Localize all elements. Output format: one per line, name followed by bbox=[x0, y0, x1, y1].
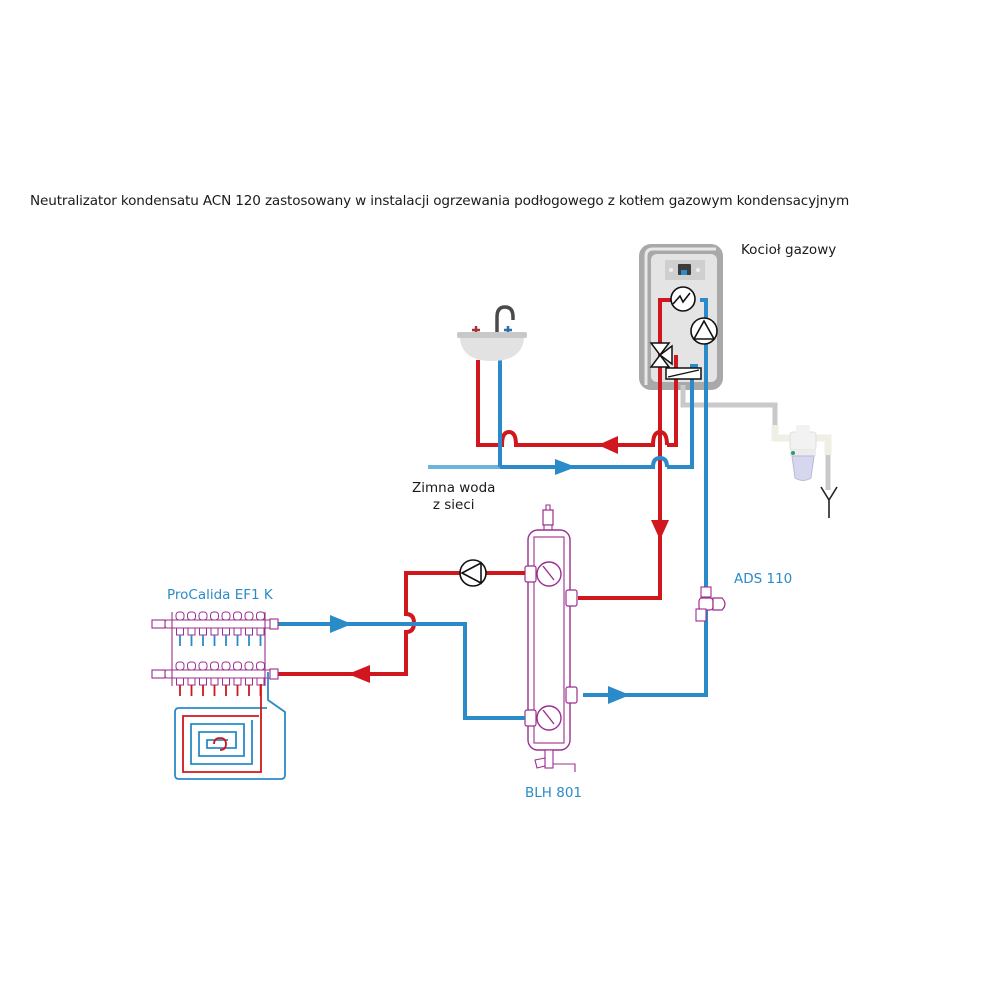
manifold-end-cap bbox=[151, 669, 166, 679]
hot-water-line bbox=[476, 360, 669, 600]
manifold-valve-cap bbox=[233, 611, 242, 621]
faucet-icon bbox=[495, 305, 515, 335]
manifold-valve-cap bbox=[198, 611, 208, 621]
secondary-return-line bbox=[278, 615, 525, 720]
manifold-outlet bbox=[210, 677, 219, 686]
manifold-outlet bbox=[222, 627, 230, 636]
hot-pipe bbox=[667, 400, 678, 447]
manifold-outlet bbox=[222, 677, 230, 686]
manifold-outlet bbox=[233, 627, 242, 636]
condensate-pipe bbox=[680, 385, 831, 490]
manifold-connector bbox=[269, 618, 279, 630]
flow-arrow-left bbox=[348, 665, 370, 683]
manifold-outlet bbox=[176, 627, 184, 636]
underfloor-manifold bbox=[151, 611, 279, 696]
manifold-outlet bbox=[233, 677, 242, 686]
manifold-valve-cap bbox=[210, 661, 219, 671]
washbasin bbox=[457, 305, 527, 361]
manifold-valve-cap bbox=[198, 661, 208, 671]
manifold-outlet bbox=[256, 677, 265, 686]
manifold-outlet bbox=[187, 627, 196, 636]
manifold-outlet bbox=[199, 627, 207, 636]
manifold-valve-cap bbox=[244, 661, 254, 671]
flow-arrow-left bbox=[598, 436, 618, 454]
diagram-title: Neutralizator kondensatu ACN 120 zastoso… bbox=[30, 193, 850, 209]
manifold-outlet bbox=[210, 627, 219, 636]
pressure-gauge-icon bbox=[536, 561, 562, 587]
manifold-bar-return bbox=[164, 669, 272, 679]
hydraulic-separator bbox=[524, 504, 578, 772]
manifold-valve-cap bbox=[175, 611, 185, 621]
manifold-bar-supply bbox=[164, 619, 272, 629]
manifold-end-cap bbox=[151, 619, 166, 629]
drain-funnel-icon bbox=[820, 486, 838, 518]
separator-label: BLH 801 bbox=[525, 785, 582, 801]
manifold-valve-cap bbox=[233, 661, 242, 671]
manifold-valve-cap bbox=[187, 611, 196, 621]
flow-arrow-right bbox=[330, 615, 352, 633]
manifold-connector bbox=[269, 668, 279, 680]
cold-pipe bbox=[667, 400, 694, 469]
flow-arrow-right bbox=[608, 686, 630, 704]
plate-heat-exchanger-icon bbox=[665, 367, 702, 380]
manifold-valve-cap bbox=[221, 661, 231, 671]
manifold-outlet bbox=[245, 627, 253, 636]
three-way-valve-icon bbox=[649, 342, 673, 368]
manifold-valve-cap bbox=[210, 611, 219, 621]
boiler-label: Kocioł gazowy bbox=[741, 242, 837, 258]
manifold-valve-cap bbox=[256, 661, 265, 671]
manifold-outlet bbox=[187, 677, 196, 686]
flow-arrow-down bbox=[651, 520, 669, 540]
manifold-outlet bbox=[176, 677, 184, 686]
temperature-gauge-icon bbox=[536, 705, 562, 731]
manifold-outlet bbox=[245, 677, 253, 686]
heat-exchanger-icon bbox=[670, 286, 696, 312]
manifold-label: ProCalida EF1 K bbox=[167, 587, 273, 603]
flow-arrow-right bbox=[555, 459, 576, 475]
cold-water-label: Zimna woda z sieci bbox=[412, 480, 495, 514]
cold-water-label-line2: z sieci bbox=[432, 497, 475, 513]
manifold-valve-cap bbox=[221, 611, 231, 621]
manifold-outlet bbox=[256, 627, 265, 636]
pressure-reducer bbox=[695, 586, 726, 622]
manifold-valve-cap bbox=[187, 661, 196, 671]
underfloor-heating-loop bbox=[174, 672, 286, 780]
pressure-reducer-label: ADS 110 bbox=[734, 571, 793, 587]
manifold-valve-cap bbox=[244, 611, 254, 621]
circulation-pump-icon bbox=[459, 559, 487, 587]
manifold-outlet bbox=[199, 677, 207, 686]
condensate-neutralizer bbox=[771, 425, 832, 481]
cold-water-line bbox=[428, 360, 669, 475]
manifold-valve-cap bbox=[175, 661, 185, 671]
secondary-supply-line bbox=[278, 571, 525, 683]
manifold-valve-cap bbox=[256, 611, 265, 621]
boiler-pump-icon bbox=[690, 317, 718, 345]
cold-water-label-line1: Zimna woda bbox=[412, 480, 496, 496]
